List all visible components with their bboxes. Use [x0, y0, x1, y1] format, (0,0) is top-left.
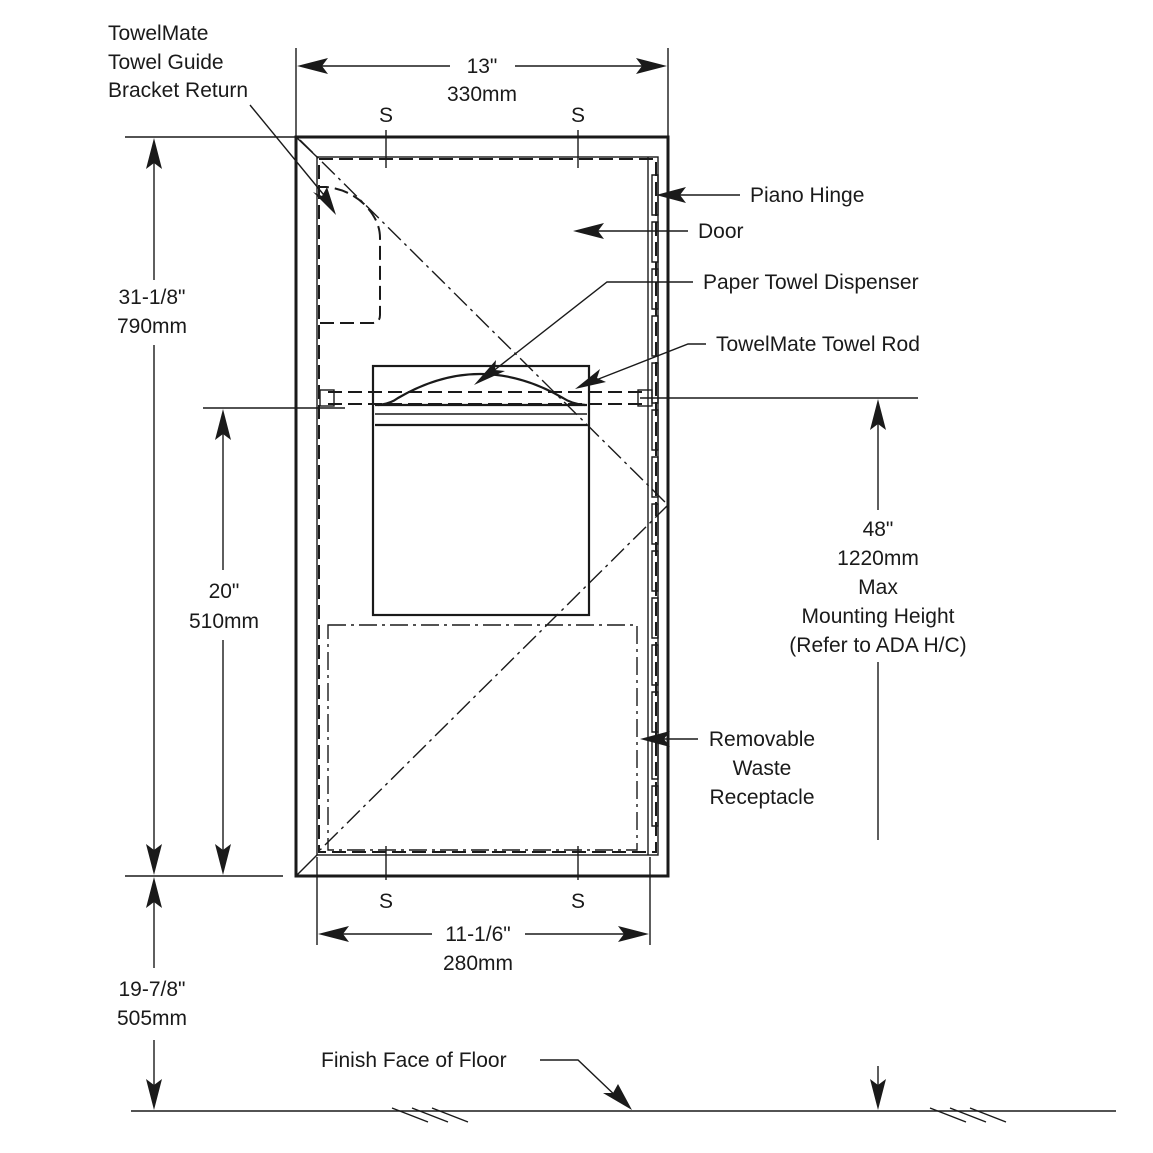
dimension-floor-gap: 19-7/8" 505mm: [117, 877, 187, 1110]
mount-ada-note: (Refer to ADA H/C): [789, 634, 966, 657]
arrowhead-bottom: [146, 844, 162, 875]
floor-label: Finish Face of Floor: [321, 1049, 507, 1072]
hidden-lines: [299, 139, 669, 853]
waste-arrow: [640, 731, 670, 747]
towel-guide-line-1: TowelMate: [108, 22, 208, 45]
arrowhead-top: [146, 138, 162, 169]
towel-guide-line-2: Towel Guide: [108, 51, 224, 74]
width-bottom-mm: 280mm: [443, 952, 513, 975]
dispenser-dome: [377, 372, 586, 407]
floor-hatch-left: [391, 1107, 469, 1123]
width-top-mm: 330mm: [447, 83, 517, 106]
waste-line-1: Removable: [709, 728, 815, 751]
piano-hinge-arrow: [656, 187, 686, 203]
floor: Finish Face of Floor: [131, 1049, 1116, 1123]
floor-gap-mm: 505mm: [117, 1007, 187, 1030]
arrowhead-floor: [870, 1079, 886, 1110]
towel-rod-label: TowelMate Towel Rod: [716, 333, 920, 356]
frame-corner-bevel-bottom: [295, 854, 318, 877]
arrowhead-right: [618, 926, 649, 942]
callout-towel-rod: TowelMate Towel Rod: [575, 333, 920, 389]
callout-towel-guide: TowelMate Towel Guide Bracket Return: [108, 22, 336, 215]
mount-max: Max: [858, 576, 898, 599]
rod-height-mm: 510mm: [189, 610, 259, 633]
callout-waste-receptacle: Removable Waste Receptacle: [640, 728, 815, 809]
s-label-bottom-left: S: [379, 890, 393, 913]
towel-guide-line-3: Bracket Return: [108, 79, 248, 102]
dimension-overall-height: 31-1/8" 790mm: [117, 136, 296, 877]
floor-hatch-right: [929, 1107, 1007, 1123]
cabinet-outer-frame: [294, 135, 670, 878]
towel-rod-leader: [595, 343, 706, 381]
callout-piano-hinge: Piano Hinge: [656, 184, 864, 207]
dimension-mounting-height: 48" 1220mm Max Mounting Height (Refer to…: [640, 397, 967, 1110]
arrowhead-top: [215, 409, 231, 440]
inner-cabinet-dashed: [318, 158, 657, 853]
width-bottom-inches: 11-1/6": [445, 923, 510, 946]
callout-paper-towel-dispenser: Paper Towel Dispenser: [474, 271, 919, 385]
arrowhead-top: [146, 877, 162, 908]
waste-line-2: Waste: [733, 757, 792, 780]
s-label-top-left: S: [379, 104, 393, 127]
door-inner-panel: [316, 156, 659, 856]
width-top-inches: 13": [467, 55, 498, 78]
arrowhead-top: [870, 399, 886, 430]
arrowhead-bottom: [215, 844, 231, 875]
dimension-top-width: 13" 330mm: [295, 48, 669, 137]
cabinet: [294, 135, 670, 878]
floor-leader-arrow: [603, 1084, 632, 1110]
paper-towel-dispenser-label: Paper Towel Dispenser: [703, 271, 919, 294]
mount-mm: 1220mm: [837, 547, 919, 570]
floor-leader: [540, 1059, 621, 1101]
s-markers: S S S S: [379, 104, 585, 913]
rod-end-left: [319, 389, 335, 407]
dimension-rod-height: 20" 510mm: [189, 407, 345, 875]
towel-guide-bracket: [320, 186, 381, 324]
door-arrow: [573, 223, 604, 239]
dispenser-arrow: [474, 360, 505, 385]
dispenser-body: [371, 364, 591, 617]
mount-inches: 48": [863, 518, 894, 541]
door-swing-diagonal-lower: [319, 504, 669, 851]
rod-height-inches: 20": [209, 580, 240, 603]
arrowhead-bottom: [146, 1079, 162, 1110]
dimension-bottom-width: 11-1/6" 280mm: [316, 857, 651, 975]
door-label: Door: [698, 220, 744, 243]
towel-rod-arrow: [575, 369, 606, 389]
s-label-bottom-right: S: [571, 890, 585, 913]
towel-guide-leader: [249, 104, 329, 201]
towel-guide-arrow: [313, 187, 336, 215]
arrowhead-left: [297, 58, 328, 74]
towel-rod: [319, 389, 653, 407]
s-label-top-right: S: [571, 104, 585, 127]
height-inches: 31-1/8": [119, 286, 186, 309]
arrowhead-right: [636, 58, 667, 74]
height-mm: 790mm: [117, 315, 187, 338]
arrowhead-left: [318, 926, 349, 942]
door-swing-diagonal-upper: [299, 139, 669, 506]
floor-gap-inches: 19-7/8": [119, 978, 186, 1001]
waste-line-3: Receptacle: [709, 786, 814, 809]
piano-hinge-label: Piano Hinge: [750, 184, 864, 207]
waste-receptacle-outline: [327, 624, 638, 851]
mount-height-text: Mounting Height: [802, 605, 955, 628]
dispenser-leader: [491, 281, 693, 373]
callout-door: Door: [573, 220, 744, 243]
